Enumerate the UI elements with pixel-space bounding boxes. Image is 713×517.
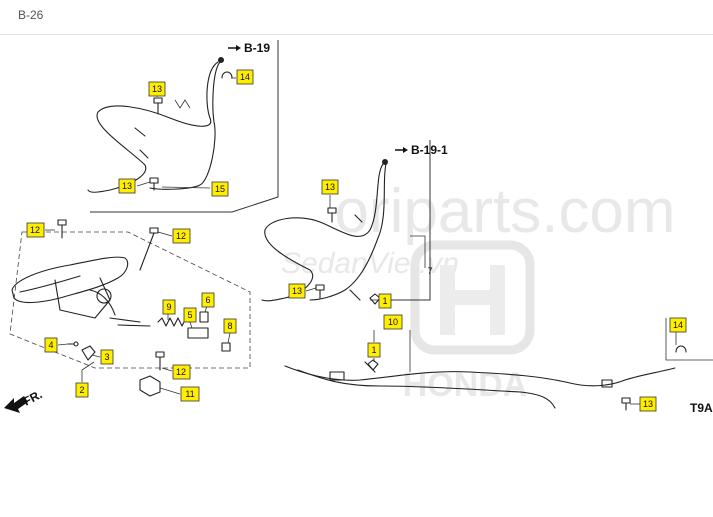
svg-text:12: 12 xyxy=(176,367,186,377)
callout-11[interactable]: 11 xyxy=(180,386,200,402)
callout-1-a[interactable]: 1 xyxy=(378,293,392,309)
callout-7[interactable]: 7 xyxy=(427,266,432,276)
callout-13-a[interactable]: 13 xyxy=(148,81,166,97)
svg-text:13: 13 xyxy=(152,84,162,94)
svg-text:9: 9 xyxy=(166,302,171,312)
callout-14-b[interactable]: 14 xyxy=(669,317,687,333)
svg-text:3: 3 xyxy=(104,352,109,362)
svg-text:13: 13 xyxy=(643,399,653,409)
svg-text:1: 1 xyxy=(371,345,376,355)
callout-13-d[interactable]: 13 xyxy=(288,283,306,299)
svg-text:5: 5 xyxy=(187,310,192,320)
callout-12-a[interactable]: 12 xyxy=(26,222,45,238)
callout-10[interactable]: 10 xyxy=(383,314,403,330)
svg-text:FR.: FR. xyxy=(21,387,45,408)
svg-text:14: 14 xyxy=(240,72,250,82)
svg-text:B-19: B-19 xyxy=(244,41,270,55)
tab-bar: B-26 xyxy=(0,0,713,35)
svg-text:1: 1 xyxy=(382,296,387,306)
front-direction-arrow: FR. xyxy=(4,387,44,413)
svg-text:12: 12 xyxy=(30,225,40,235)
inset-b19-frame xyxy=(90,40,279,213)
ref-b19[interactable]: B-19 xyxy=(228,41,270,55)
svg-text:10: 10 xyxy=(388,317,398,327)
ref-b19-1[interactable]: B-19-1 xyxy=(395,143,448,157)
callout-9[interactable]: 9 xyxy=(162,299,176,315)
leader-lines xyxy=(45,77,713,405)
svg-text:B-19-1: B-19-1 xyxy=(411,143,448,157)
watermark-site: oriparts.com xyxy=(334,177,675,246)
callout-12-b[interactable]: 12 xyxy=(172,228,191,244)
callout-13-b[interactable]: 13 xyxy=(118,178,136,194)
callout-1-b[interactable]: 1 xyxy=(367,342,381,358)
parking-brake-lever xyxy=(11,256,151,327)
callout-4[interactable]: 4 xyxy=(44,337,58,353)
svg-text:13: 13 xyxy=(122,181,132,191)
honda-logo-watermark xyxy=(410,240,535,355)
svg-text:14: 14 xyxy=(673,320,683,330)
svg-text:7: 7 xyxy=(427,266,432,276)
callout-5[interactable]: 5 xyxy=(183,307,197,323)
callout-15[interactable]: 15 xyxy=(211,181,229,197)
diagram-code: T9AU xyxy=(690,401,713,415)
tab-b26[interactable]: B-26 xyxy=(18,8,44,22)
rear-brake-cable-right xyxy=(261,159,388,302)
svg-text:13: 13 xyxy=(292,286,302,296)
callout-3[interactable]: 3 xyxy=(100,349,114,365)
part-bolts-and-clips xyxy=(57,71,687,411)
callout-13-e[interactable]: 13 xyxy=(639,396,657,412)
callout-13-c[interactable]: 13 xyxy=(321,179,339,195)
callout-12-c[interactable]: 12 xyxy=(172,364,191,380)
svg-text:6: 6 xyxy=(205,295,210,305)
inset-b19-1-frame xyxy=(390,140,431,301)
callout-6[interactable]: 6 xyxy=(201,292,215,308)
svg-text:8: 8 xyxy=(227,321,232,331)
svg-text:13: 13 xyxy=(325,182,335,192)
callout-8[interactable]: 8 xyxy=(223,318,237,334)
callout-14-a[interactable]: 14 xyxy=(236,69,254,85)
svg-text:11: 11 xyxy=(185,389,194,399)
svg-text:12: 12 xyxy=(176,231,186,241)
lever-assembly-outline xyxy=(9,231,251,369)
svg-text:15: 15 xyxy=(215,184,225,194)
svg-text:2: 2 xyxy=(79,385,84,395)
watermark-brand: SedanViet.vn xyxy=(281,247,459,280)
svg-text:4: 4 xyxy=(48,340,53,350)
callout-2[interactable]: 2 xyxy=(75,382,89,398)
rear-brake-cable-left xyxy=(87,57,224,193)
